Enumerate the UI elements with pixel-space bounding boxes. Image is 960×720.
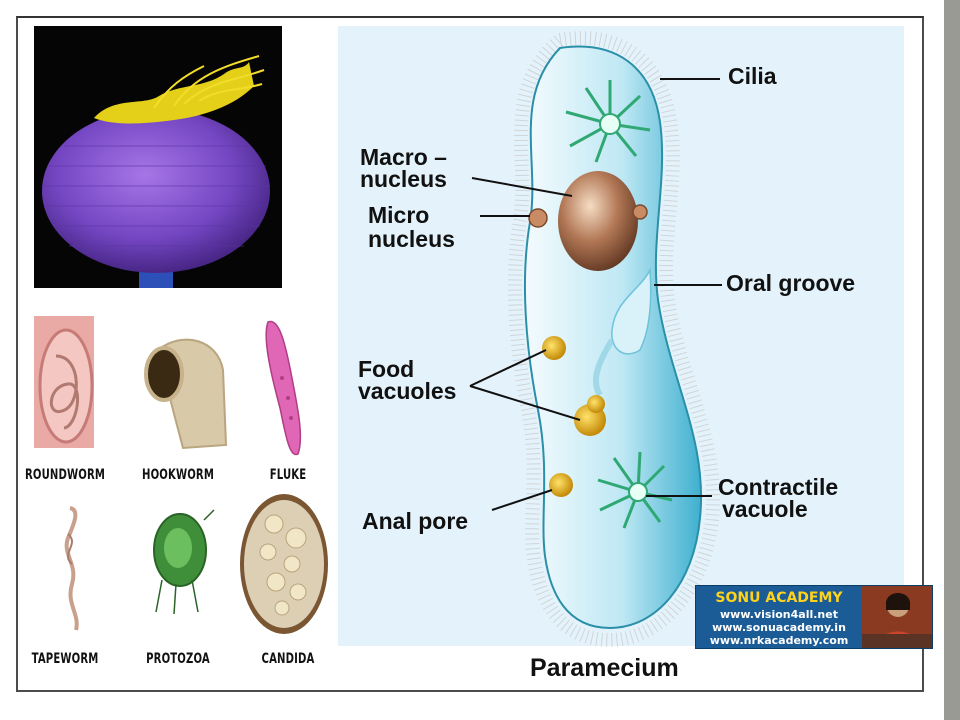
caption-fluke: FLUKE xyxy=(269,467,307,483)
roundworm-image xyxy=(34,316,114,448)
microbe-photo xyxy=(34,26,282,288)
label-food-vacuoles-1: Food xyxy=(358,356,415,382)
slide-edge-bar xyxy=(944,0,960,720)
candida-image xyxy=(238,492,328,634)
fluke-image xyxy=(258,318,338,456)
label-cilia: Cilia xyxy=(728,63,777,89)
watermark-url-1: www.vision4all.net xyxy=(720,608,838,621)
watermark-url-3: www.nrkacademy.com xyxy=(709,634,849,647)
label-anal-pore: Anal pore xyxy=(362,508,469,534)
label-micronucleus-1: Micro xyxy=(368,202,430,228)
macronucleus xyxy=(558,171,638,271)
label-food-vacuoles-2: vacuoles xyxy=(358,378,457,404)
micronucleus xyxy=(528,208,548,228)
label-contractile-vacuole-1: Contractile xyxy=(718,474,839,500)
caption-roundworm: ROUNDWORM xyxy=(24,467,106,483)
label-micronucleus-2: nucleus xyxy=(368,226,455,252)
food-vacuole xyxy=(542,336,566,360)
label-macronucleus-2: nucleus xyxy=(360,166,447,192)
caption-protozoa: PROTOZOA xyxy=(146,651,210,667)
caption-tapeworm: TAPEWORM xyxy=(31,651,99,667)
anal-pore xyxy=(549,473,573,497)
protozoa-image xyxy=(142,500,222,632)
label-macronucleus-1: Macro – xyxy=(360,144,447,170)
caption-candida: CANDIDA xyxy=(261,651,315,667)
watermark-brand: SONU ACADEMY xyxy=(715,590,843,606)
watermark-url-2: www.sonuacademy.in xyxy=(712,621,846,634)
cilia-fringe xyxy=(507,31,720,648)
tapeworm-image xyxy=(50,504,130,636)
diagram-title: Paramecium xyxy=(530,654,679,682)
slide-frame xyxy=(16,16,924,692)
label-oral-groove: Oral groove xyxy=(726,270,856,296)
hookworm-image xyxy=(138,330,228,462)
academy-watermark: SONU ACADEMY www.vision4all.net www.sonu… xyxy=(695,585,933,649)
oral-groove xyxy=(611,267,652,355)
label-contractile-vacuole-2: vacuole xyxy=(722,496,808,522)
presenter-photo xyxy=(862,586,932,648)
caption-hookworm: HOOKWORM xyxy=(141,467,215,483)
